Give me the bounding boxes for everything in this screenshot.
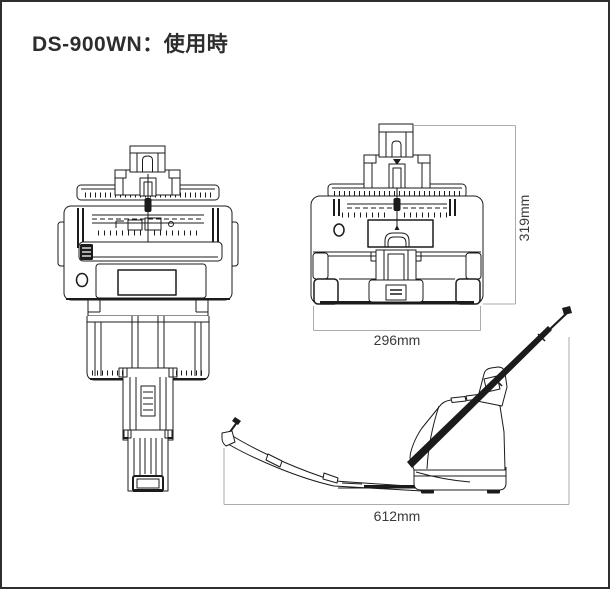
output-tray-tier3 xyxy=(123,429,173,492)
dimension-lines xyxy=(313,125,516,331)
output-tray-neck xyxy=(87,300,209,317)
depth-dimension-label: 612mm xyxy=(373,508,421,524)
input-tray-tier2 xyxy=(363,154,431,189)
height-dimension-label: 319mm xyxy=(516,194,532,242)
output-tray-tier2 xyxy=(118,367,178,441)
dimension-lines xyxy=(223,337,570,505)
front-view-drawing xyxy=(57,145,239,492)
input-tray-tier1 xyxy=(129,145,166,173)
scanner-body-front xyxy=(57,174,239,301)
side-view-drawing xyxy=(221,306,572,505)
width-dimension-label: 296mm xyxy=(373,332,421,348)
output-tray-extended xyxy=(221,417,423,492)
page-title: DS-900WN：使用時 xyxy=(32,33,229,56)
input-tray-tier1 xyxy=(378,123,414,158)
dimensioned-front-view-drawing xyxy=(310,123,516,331)
input-tray-extended xyxy=(407,306,572,468)
folded-output-tray xyxy=(368,249,424,303)
scanner-base xyxy=(413,467,507,494)
